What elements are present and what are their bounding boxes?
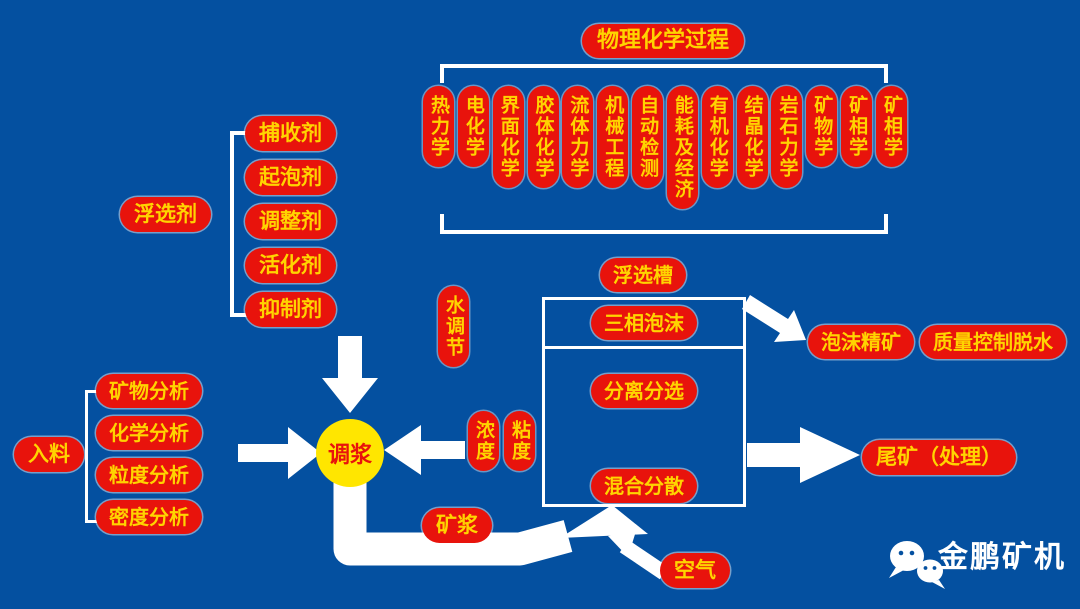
physchem-process-title: 物理化学过程: [581, 24, 745, 58]
quality-control-pill: 质量控制脱水: [920, 325, 1066, 359]
discipline-pill: 热力学: [423, 86, 454, 167]
discipline-pill: 电化学: [457, 86, 489, 167]
arrow-feed-to-conditioning: [238, 427, 321, 479]
air-arrow: [619, 539, 669, 580]
slurry-pipe: [333, 470, 573, 566]
discipline-pill: 流体力学: [562, 86, 594, 188]
concentration-pill: 浓度: [468, 411, 499, 471]
flotation-cell-box: [542, 297, 746, 507]
top-bracket: [440, 64, 888, 83]
feed-bracket: [85, 390, 100, 523]
cell-zone-pill: 三相泡沫: [591, 306, 697, 340]
feed-label: 入料: [14, 437, 84, 472]
water-adjust-pill: 水调节: [438, 286, 469, 367]
bottom-bracket: [440, 214, 888, 234]
discipline-pill: 有机化学: [701, 86, 733, 188]
discipline-pill: 界面化学: [492, 86, 524, 188]
cell-zone-pill: 分离分选: [591, 374, 697, 408]
reagents-bracket: [230, 131, 248, 317]
feed-analysis-pill: 化学分析: [96, 416, 202, 450]
discipline-pill: 矿相学: [841, 86, 873, 167]
reagents-label: 浮选剂: [120, 197, 211, 232]
feed-analysis-pill: 密度分析: [96, 500, 202, 534]
discipline-pill: 胶体化学: [527, 86, 559, 188]
reagent-pill: 起泡剂: [245, 160, 336, 195]
arrow-params-to-conditioning: [384, 425, 465, 475]
discipline-pill: 机械工程: [597, 86, 629, 188]
arrow-to-tailings: [747, 427, 860, 483]
cell-divider: [542, 346, 746, 349]
pulp-conditioning-node: 调浆: [316, 419, 384, 487]
reagent-pill: 活化剂: [245, 248, 336, 283]
feed-analysis-pill: 矿物分析: [96, 374, 202, 408]
disciplines-row: 热力学 电化学 界面化学 胶体化学 流体力学 机械工程 自动检测 能耗及经济 有…: [423, 86, 907, 209]
discipline-pill: 矿物学: [806, 86, 838, 167]
arrow-down-into-conditioning: [322, 336, 378, 413]
reagent-pill: 调整剂: [245, 204, 336, 239]
discipline-pill: 自动检测: [632, 86, 664, 188]
air-arrowhead: [608, 531, 636, 557]
slurry-pipe-arrowhead: [560, 505, 648, 538]
discipline-pill: 能耗及经济: [666, 86, 698, 209]
viscosity-pill: 粘度: [504, 411, 535, 471]
wechat-icon: [889, 541, 945, 589]
brand-name: 金鹏矿机: [938, 540, 1066, 575]
discipline-pill: 矿相学: [875, 86, 907, 167]
flotation-cell-label: 浮选槽: [600, 258, 686, 292]
slurry-pill: 矿浆: [422, 508, 492, 543]
tailings-pill: 尾矿（处理）: [862, 440, 1016, 475]
arrow-to-froth-concentrate: [742, 295, 806, 342]
reagent-pill: 捕收剂: [245, 116, 336, 151]
froth-concentrate-pill: 泡沫精矿: [808, 325, 914, 359]
discipline-pill: 结晶化学: [736, 86, 768, 188]
feed-analysis-pill: 粒度分析: [96, 458, 202, 492]
cell-zone-pill: 混合分散: [591, 469, 697, 503]
air-pill: 空气: [660, 553, 730, 588]
reagent-pill: 抑制剂: [245, 292, 336, 327]
discipline-pill: 岩石力学: [771, 86, 803, 188]
